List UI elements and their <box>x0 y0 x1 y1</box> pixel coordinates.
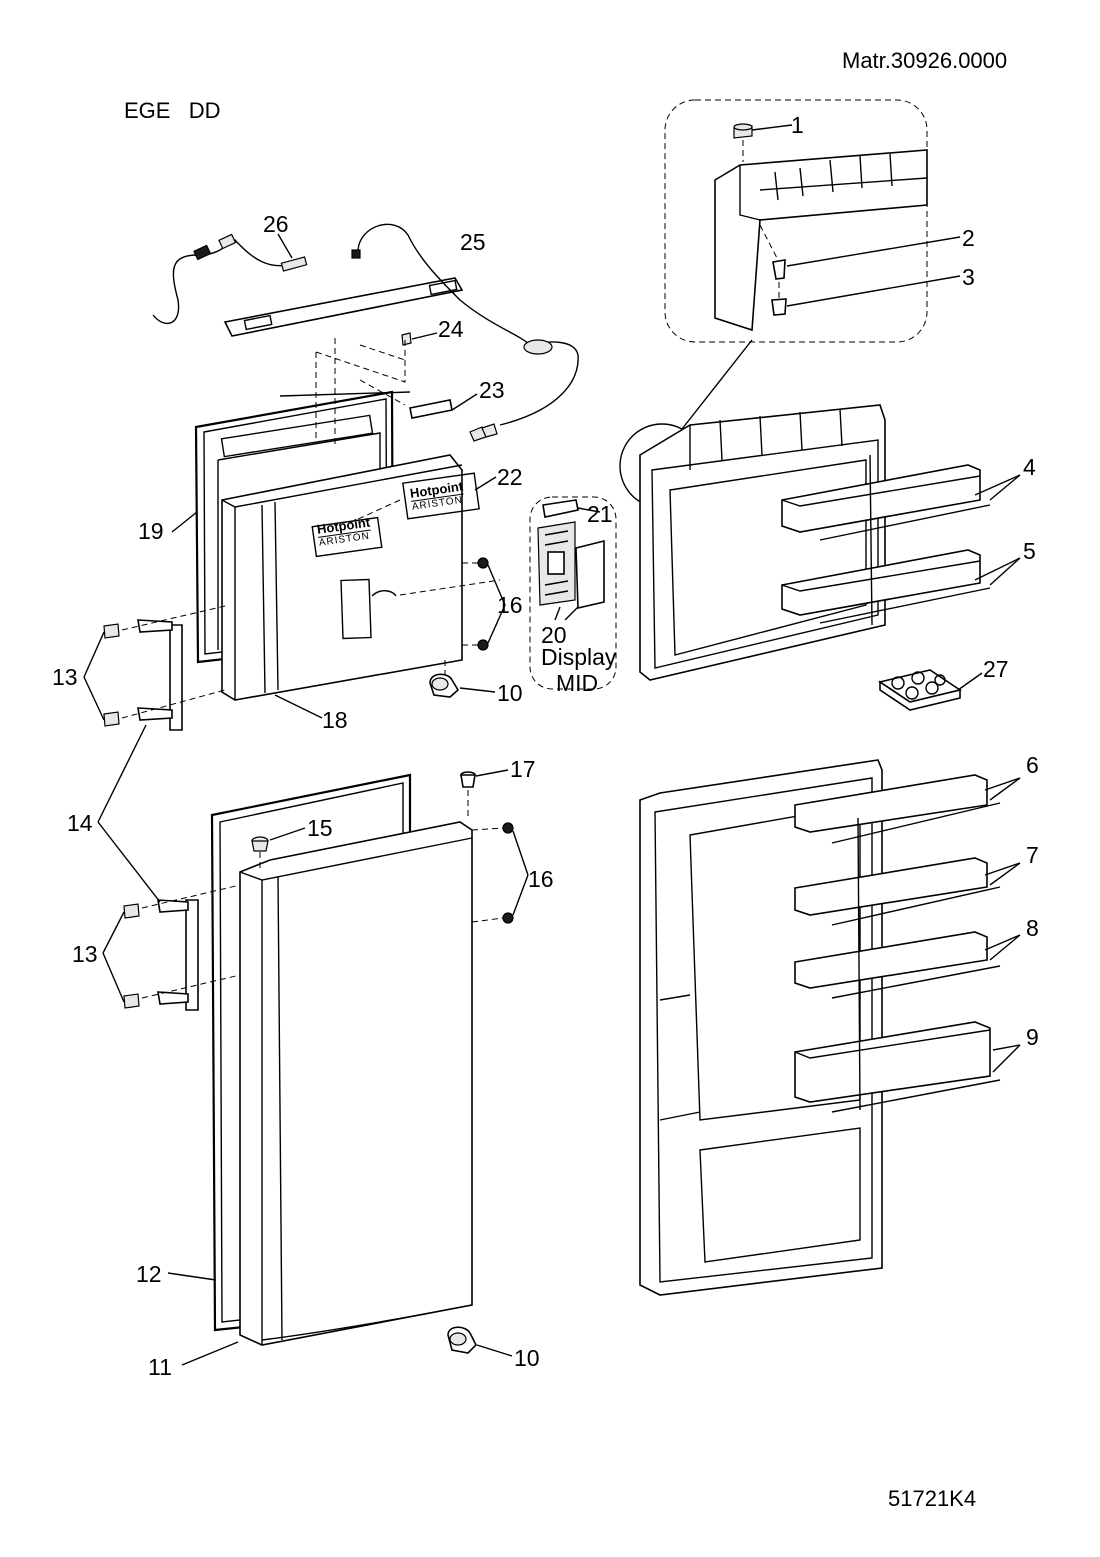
callout-16-lower: 16 <box>528 866 554 892</box>
callout-6: 6 <box>1026 752 1039 778</box>
callout-1: 1 <box>791 112 804 138</box>
hinge-cap-lower <box>447 1326 513 1357</box>
callout-16-upper: 16 <box>497 592 523 618</box>
lower-handle <box>102 884 241 1011</box>
callout-22: 22 <box>497 464 523 490</box>
display-mid-label: MID <box>556 670 599 696</box>
callout-26: 26 <box>263 211 289 237</box>
material-code: Matr.30926.0000 <box>842 48 1008 73</box>
door-logo-frame <box>311 516 383 558</box>
callout-13-lower: 13 <box>72 941 98 967</box>
callout-5: 5 <box>1023 538 1036 564</box>
display-label: Display <box>541 644 617 670</box>
callout-19: 19 <box>138 518 164 544</box>
part-2-pin <box>772 259 786 280</box>
detail-inset <box>664 99 961 343</box>
upper-wiring <box>152 223 579 445</box>
model-code: EGE DD <box>124 98 221 123</box>
callout-4: 4 <box>1023 454 1036 480</box>
hinge-cap-upper <box>429 660 496 698</box>
callout-10-lower: 10 <box>514 1345 540 1371</box>
callout-11: 11 <box>148 1354 172 1380</box>
callout-18: 18 <box>322 707 348 733</box>
callout-2: 2 <box>962 225 975 251</box>
display-module <box>529 496 617 690</box>
callout-23: 23 <box>479 377 505 403</box>
upper-handle <box>83 605 226 731</box>
upper-door-assembly <box>171 390 501 719</box>
callout-25: 25 <box>460 229 486 255</box>
lower-door-liner <box>639 759 1001 1296</box>
callout-13-upper: 13 <box>52 664 78 690</box>
drawing-code: 51721K4 <box>888 1486 977 1511</box>
egg-tray <box>878 669 983 711</box>
lower-screws <box>471 822 529 924</box>
lower-door-assembly <box>167 773 473 1366</box>
callout-27: 27 <box>983 656 1009 682</box>
callout-3: 3 <box>962 264 975 290</box>
callout-10-upper: 10 <box>497 680 523 706</box>
plug-15 <box>251 827 306 870</box>
callout-20: 20 <box>541 622 567 648</box>
callout-24: 24 <box>438 316 464 342</box>
upper-screws <box>462 557 506 651</box>
callout-9: 9 <box>1026 1024 1039 1050</box>
plug-17 <box>460 769 509 820</box>
upper-door-liner <box>639 404 991 681</box>
callout-12: 12 <box>136 1261 162 1287</box>
callout-14: 14 <box>67 810 93 836</box>
part-3-bush <box>771 298 787 316</box>
callout-17: 17 <box>510 756 536 782</box>
callout-21: 21 <box>587 501 613 527</box>
loose-logo-frame <box>402 472 480 520</box>
callout-7: 7 <box>1026 842 1039 868</box>
callout-15: 15 <box>307 815 333 841</box>
callout-8: 8 <box>1026 915 1039 941</box>
